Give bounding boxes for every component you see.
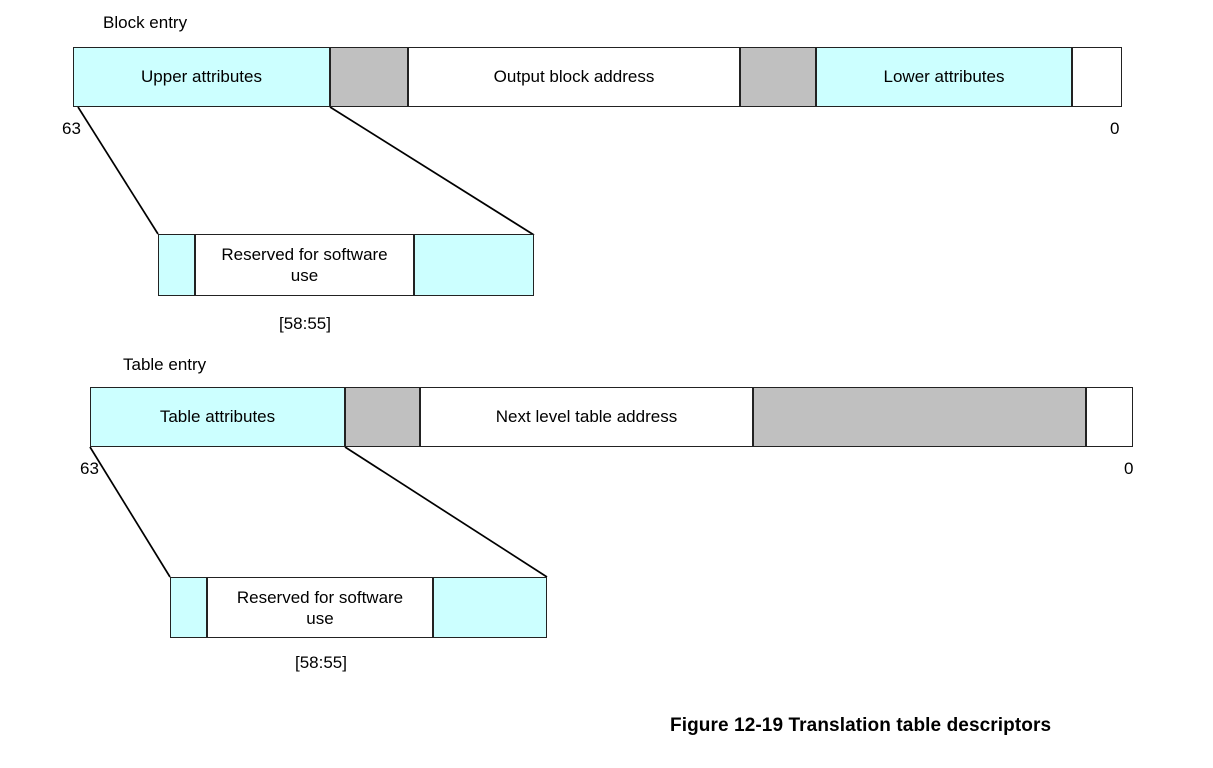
table-entry-expansion-field-reserved-for-software-use: Reserved for software use bbox=[207, 577, 433, 638]
block-entry-expansion-range-label: [58:55] bbox=[279, 314, 331, 333]
block-entry-field-upper-attributes: Upper attributes bbox=[73, 47, 330, 107]
block-entry-field-output-block-address: Output block address bbox=[408, 47, 740, 107]
table-entry-msb-label: 63 bbox=[80, 459, 99, 478]
table-entry-expansion-field-right bbox=[433, 577, 547, 638]
figure-caption: Figure 12-19 Translation table descripto… bbox=[670, 715, 1052, 736]
block-entry-expansion-field-reserved-for-software-use: Reserved for software use bbox=[195, 234, 414, 296]
block-entry-field-type-bits bbox=[1072, 47, 1122, 107]
table-entry-field-table-attributes: Table attributes bbox=[90, 387, 345, 447]
table-entry-expansion-field-reserved-label: Reserved for software use bbox=[236, 587, 404, 628]
block-entry-field-reserved-lower bbox=[740, 47, 816, 107]
block-entry-field-reserved-upper bbox=[330, 47, 408, 107]
block-entry-expansion-field-right bbox=[414, 234, 534, 296]
table-entry-lsb-label: 0 bbox=[1124, 459, 1134, 478]
block-entry-field-lower-attributes-label: Lower attributes bbox=[883, 67, 1005, 86]
block-entry-field-output-block-address-label: Output block address bbox=[493, 67, 655, 86]
block-entry-field-upper-attributes-label: Upper attributes bbox=[141, 67, 262, 86]
table-entry-field-type-bits bbox=[1086, 387, 1133, 447]
table-entry-field-next-level-table-address-label: Next level table address bbox=[495, 407, 678, 426]
table-entry-expansion-range-label: [58:55] bbox=[295, 653, 347, 672]
block-entry-expansion-field-reserved-label: Reserved for software use bbox=[221, 245, 388, 285]
table-entry-leader-left bbox=[89, 446, 171, 578]
table-entry-field-reserved-upper bbox=[345, 387, 420, 447]
table-entry-field-reserved-lower bbox=[753, 387, 1086, 447]
block-entry-leader-right bbox=[329, 106, 535, 236]
block-entry-leader-left bbox=[77, 106, 159, 235]
block-entry-expansion-field-left bbox=[158, 234, 195, 296]
table-entry-leader-right bbox=[344, 446, 548, 578]
table-entry-field-next-level-table-address: Next level table address bbox=[420, 387, 753, 447]
block-entry-field-lower-attributes: Lower attributes bbox=[816, 47, 1072, 107]
table-entry-title: Table entry bbox=[123, 355, 207, 374]
block-entry-title: Block entry bbox=[103, 13, 188, 32]
block-entry-msb-label: 63 bbox=[62, 119, 81, 138]
table-entry-expansion-field-left bbox=[170, 577, 207, 638]
block-entry-lsb-label: 0 bbox=[1110, 119, 1120, 138]
table-entry-field-table-attributes-label: Table attributes bbox=[159, 407, 276, 426]
